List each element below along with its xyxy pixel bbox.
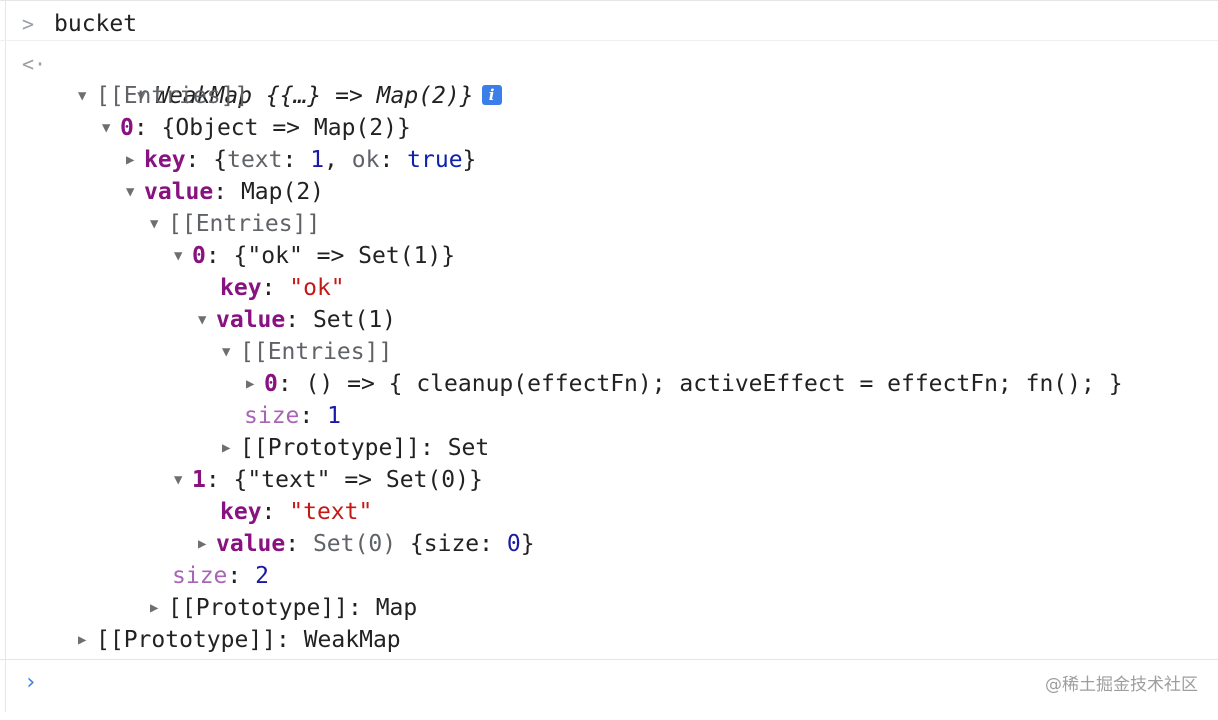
map-size-row: size: 2 [0, 560, 1218, 592]
map-size-value: 2 [255, 563, 269, 589]
left-border [5, 0, 6, 712]
size-label: size [172, 563, 228, 589]
expanded-triangle-icon[interactable]: ▼ [174, 472, 183, 488]
colon: : [299, 403, 328, 429]
map-entries-row[interactable]: ▼ [[Entries]] [0, 208, 1218, 240]
key-obj-text-prop: text [227, 147, 283, 173]
weakmap-prototype-label: [[Prototype]]: WeakMap [96, 627, 401, 653]
map-entries-label: [[Entries]] [168, 211, 321, 237]
root-summary: WeakMap {{…} => Map(2)} [155, 83, 474, 109]
key-label: key [144, 147, 186, 173]
expanded-triangle-icon[interactable]: ▼ [78, 88, 87, 104]
console-prompt-bar[interactable]: › @稀土掘金技术社区 [0, 659, 1218, 713]
weakmap-entry-0-row[interactable]: ▼ 0: {Object => Map(2)} [0, 112, 1218, 144]
expanded-triangle-icon[interactable]: ▼ [137, 88, 146, 104]
key-obj-close: } [462, 147, 477, 173]
set-entry-index: 0 [264, 371, 278, 397]
watermark: @稀土掘金技术社区 [1045, 675, 1198, 695]
set-preview-size-val: 0 [506, 531, 521, 557]
entry-key-row[interactable]: ▶ key: {text: 1, ok: true} [0, 144, 1218, 176]
colon: : [285, 531, 313, 557]
map-entry-summary: : {"text" => Set(0)} [205, 467, 483, 493]
key-obj-text-val: 1 [310, 147, 325, 173]
key-obj-comma: , [324, 147, 352, 173]
expanded-triangle-icon[interactable]: ▼ [174, 248, 183, 264]
collapsed-triangle-icon[interactable]: ▶ [198, 536, 207, 552]
set-prototype-label: [[Prototype]]: Set [240, 435, 490, 461]
value-label: value [144, 179, 214, 205]
key-label: key [220, 275, 262, 301]
entries-label: [[Entries]] [96, 83, 249, 109]
value-map-summary: : Map(2) [213, 179, 325, 205]
result-return-icon: <· [22, 52, 47, 76]
set-summary: : Set(1) [285, 307, 397, 333]
collapsed-triangle-icon[interactable]: ▶ [150, 600, 159, 616]
prompt-chevron-icon: › [24, 670, 38, 695]
map-entry-0-value-row[interactable]: ▼ value: Set(1) [0, 304, 1218, 336]
map-prototype-row[interactable]: ▶ [[Prototype]]: Map [0, 592, 1218, 624]
expanded-triangle-icon[interactable]: ▼ [222, 344, 231, 360]
input-command: bucket [54, 11, 138, 37]
value-label: value [216, 531, 286, 557]
map-entry-key-value: "ok" [289, 275, 345, 301]
key-label: key [220, 499, 262, 525]
map-entry-summary: : {"ok" => Set(1)} [205, 243, 456, 269]
entry-value-row[interactable]: ▼ value: Map(2) [0, 176, 1218, 208]
colon: : [261, 499, 290, 525]
expanded-triangle-icon[interactable]: ▼ [102, 120, 111, 136]
result-root-row[interactable]: <· ▼ WeakMap {{…} => Map(2)} i [0, 48, 1218, 109]
map-entry-0-key-row: key: "ok" [0, 272, 1218, 304]
map-entry-1-value-row[interactable]: ▶ value: Set(0) {size: 0} [0, 528, 1218, 560]
map-entry-index: 1 [192, 467, 206, 493]
colon: : [479, 531, 507, 557]
input-prompt-icon: > [22, 12, 35, 36]
weakmap-prototype-row[interactable]: ▶ [[Prototype]]: WeakMap [0, 624, 1218, 656]
key-obj-colon-2: : [379, 147, 408, 173]
expanded-triangle-icon[interactable]: ▼ [150, 216, 159, 232]
expanded-triangle-icon[interactable]: ▼ [126, 184, 135, 200]
collapsed-triangle-icon[interactable]: ▶ [222, 440, 231, 456]
map-prototype-label: [[Prototype]]: Map [168, 595, 418, 621]
input-row: > bucket [0, 8, 1218, 41]
entry-index: 0 [120, 115, 134, 141]
collapsed-triangle-icon[interactable]: ▶ [126, 152, 135, 168]
map-entry-0-row[interactable]: ▼ 0: {"ok" => Set(1)} [0, 240, 1218, 272]
set-size-row: size: 1 [0, 400, 1218, 432]
colon: : [227, 563, 256, 589]
set-entry-0-row[interactable]: ▶ 0: () => { cleanup(effectFn); activeEff… [0, 368, 1218, 400]
map-entry-key-value: "text" [289, 499, 373, 525]
expanded-triangle-icon[interactable]: ▼ [198, 312, 207, 328]
collapsed-triangle-icon[interactable]: ▶ [78, 632, 87, 648]
set-preview: Set(0) [312, 531, 397, 557]
key-obj-ok-val: true [407, 147, 463, 173]
set-preview-close: } [520, 531, 535, 557]
map-entry-index: 0 [192, 243, 206, 269]
set-entries-row[interactable]: ▼ [[Entries]] [0, 336, 1218, 368]
weakmap-entries-row[interactable]: ▼[[Entries]] [0, 80, 1218, 112]
key-obj-colon: : [282, 147, 311, 173]
key-obj-open: : { [185, 147, 228, 173]
set-prototype-row[interactable]: ▶ [[Prototype]]: Set [0, 432, 1218, 464]
top-border [0, 0, 1218, 5]
entry-summary: : {Object => Map(2)} [133, 115, 411, 141]
set-preview-open: { [396, 531, 424, 557]
value-label: value [216, 307, 286, 333]
set-size-value: 1 [327, 403, 341, 429]
map-entry-1-row[interactable]: ▼ 1: {"text" => Set(0)} [0, 464, 1218, 496]
set-preview-size-label: size [423, 531, 480, 557]
set-entry-fn: : () => { cleanup(effectFn); activeEffec… [277, 371, 1123, 397]
size-label: size [244, 403, 300, 429]
map-entry-1-key-row: key: "text" [0, 496, 1218, 528]
collapsed-triangle-icon[interactable]: ▶ [246, 376, 255, 392]
info-icon[interactable]: i [481, 84, 502, 105]
set-entries-label: [[Entries]] [240, 339, 393, 365]
colon: : [261, 275, 290, 301]
key-obj-ok-prop: ok [351, 147, 380, 173]
